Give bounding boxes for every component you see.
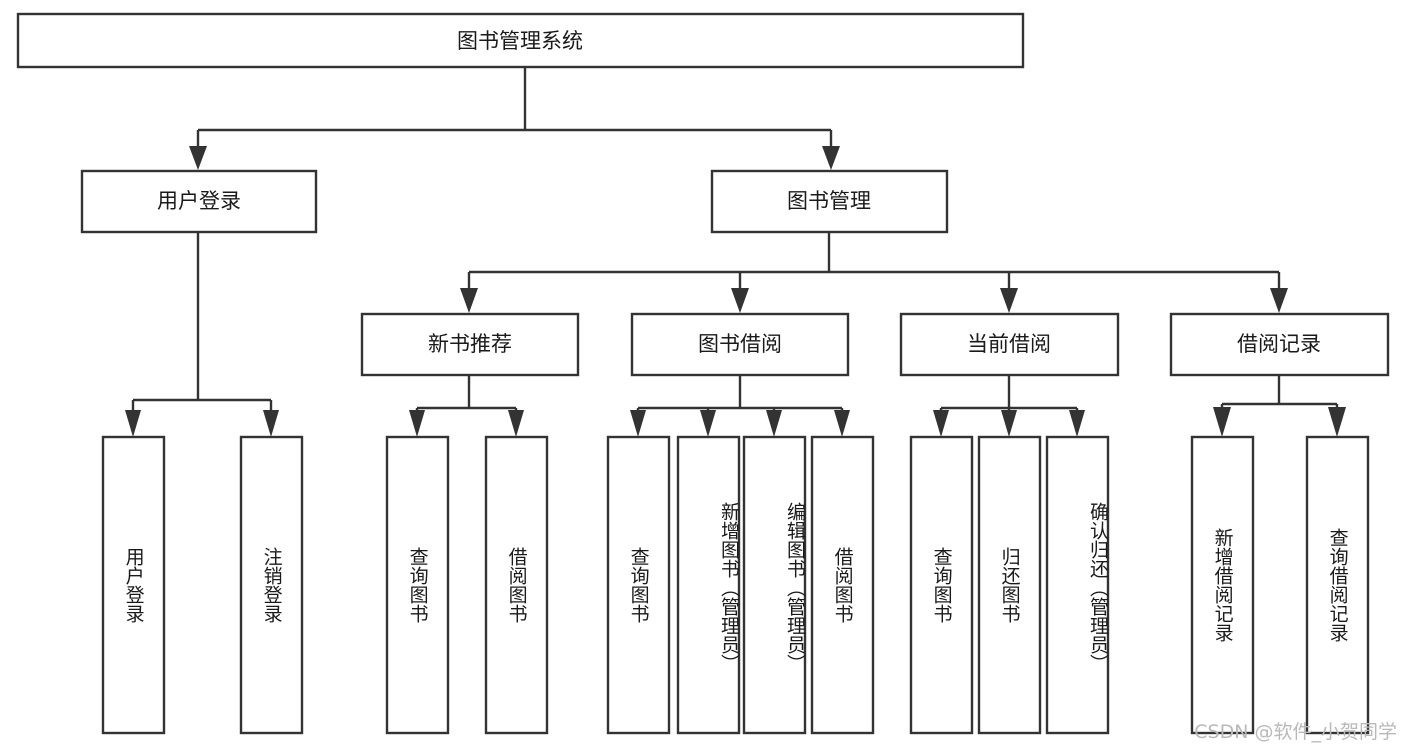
node-book-borrow-label: 图书借阅	[698, 332, 782, 356]
node-root-box[interactable]	[16, 12, 1025, 69]
node-book-borrow[interactable]: 图书借阅	[630, 312, 850, 377]
connectors-borrowrecord-to-leaves	[1213, 375, 1346, 437]
leaf-group-user-login	[101, 435, 304, 735]
node-new-book-rec-box[interactable]	[360, 312, 580, 377]
node-user-login-box[interactable]	[80, 169, 318, 234]
arrowhead-leaf-borrow-book-2	[834, 410, 850, 437]
leaf-user-login-box[interactable]	[101, 435, 166, 735]
node-new-book-rec[interactable]: 新书推荐	[360, 312, 580, 377]
leaf-query-book-3-box[interactable]	[909, 435, 974, 735]
node-borrow-record-label: 借阅记录	[1237, 332, 1321, 356]
arrowhead-user-login	[189, 146, 207, 170]
csdn-watermark: CSDN @软件_小贺同学	[1194, 721, 1397, 743]
node-current-borrow-box[interactable]	[899, 312, 1120, 377]
node-book-manage[interactable]: 图书管理	[710, 169, 949, 234]
leaf-group-book-borrow	[606, 435, 875, 735]
arrowhead-leaf-add-record	[1213, 407, 1231, 437]
leaf-add-record-box[interactable]	[1190, 435, 1255, 735]
arrowhead-leaf-query-book-3	[933, 410, 949, 437]
arrowhead-borrowrecord	[1270, 288, 1288, 313]
arrowhead-leaf-borrow-book-1	[508, 410, 524, 437]
arrowhead-leaf-logout	[263, 410, 279, 437]
arrowhead-leaf-query-record	[1328, 407, 1346, 437]
leaf-group-current-borrow	[909, 435, 1110, 735]
leaf-group-borrow-record	[1190, 435, 1370, 735]
node-new-book-rec-label: 新书推荐	[428, 332, 512, 356]
arrowhead-leaf-confirm-return	[1069, 410, 1085, 437]
leaf-edit-book-box[interactable]	[742, 435, 807, 735]
arrowhead-bookborrow	[731, 288, 749, 313]
node-book-borrow-box[interactable]	[630, 312, 850, 377]
node-user-login[interactable]: 用户登录	[80, 169, 318, 234]
node-borrow-record-box[interactable]	[1169, 312, 1390, 377]
leaf-group-new-book-rec	[385, 435, 549, 735]
node-current-borrow-label: 当前借阅	[967, 332, 1051, 356]
node-book-manage-label: 图书管理	[787, 189, 871, 213]
leaf-logout-box[interactable]	[239, 435, 304, 735]
arrowhead-leaf-add-book	[700, 410, 716, 437]
connectors-currentborrow-to-leaves	[933, 375, 1085, 437]
node-root-label: 图书管理系统	[457, 29, 583, 53]
arrowhead-book-manage	[822, 146, 840, 170]
node-book-manage-box[interactable]	[710, 169, 949, 234]
node-borrow-record[interactable]: 借阅记录	[1169, 312, 1390, 377]
arrowhead-leaf-query-book-2	[630, 410, 646, 437]
node-current-borrow[interactable]: 当前借阅	[899, 312, 1120, 377]
leaf-add-book-box[interactable]	[676, 435, 741, 735]
arrowhead-currentborrow	[1000, 288, 1018, 313]
connectors-root-to-level2	[189, 67, 840, 170]
leaf-query-book-2-box[interactable]	[606, 435, 671, 735]
leaf-borrow-book-2-box[interactable]	[810, 435, 875, 735]
leaf-borrow-book-1-box[interactable]	[484, 435, 549, 735]
arrowhead-leaf-user-login	[125, 410, 141, 437]
arrowhead-leaf-query-book-1	[409, 410, 425, 437]
leaf-query-record-box[interactable]	[1305, 435, 1370, 735]
connectors-bookborrow-to-leaves	[630, 375, 850, 437]
leaf-confirm-return-box[interactable]	[1045, 435, 1110, 735]
node-user-login-label: 用户登录	[157, 189, 241, 213]
connectors-bookmanage-to-level3	[460, 232, 1288, 313]
connectors-userlogin-to-leaves	[125, 232, 279, 437]
arrowhead-leaf-edit-book	[766, 410, 782, 437]
arrowhead-leaf-return-book	[1001, 410, 1017, 437]
node-root[interactable]: 图书管理系统	[16, 12, 1025, 69]
leaf-query-book-1-box[interactable]	[385, 435, 450, 735]
leaf-return-book-box[interactable]	[977, 435, 1042, 735]
connectors-newbook-to-leaves	[409, 375, 524, 437]
arrowhead-newbook	[460, 288, 478, 313]
